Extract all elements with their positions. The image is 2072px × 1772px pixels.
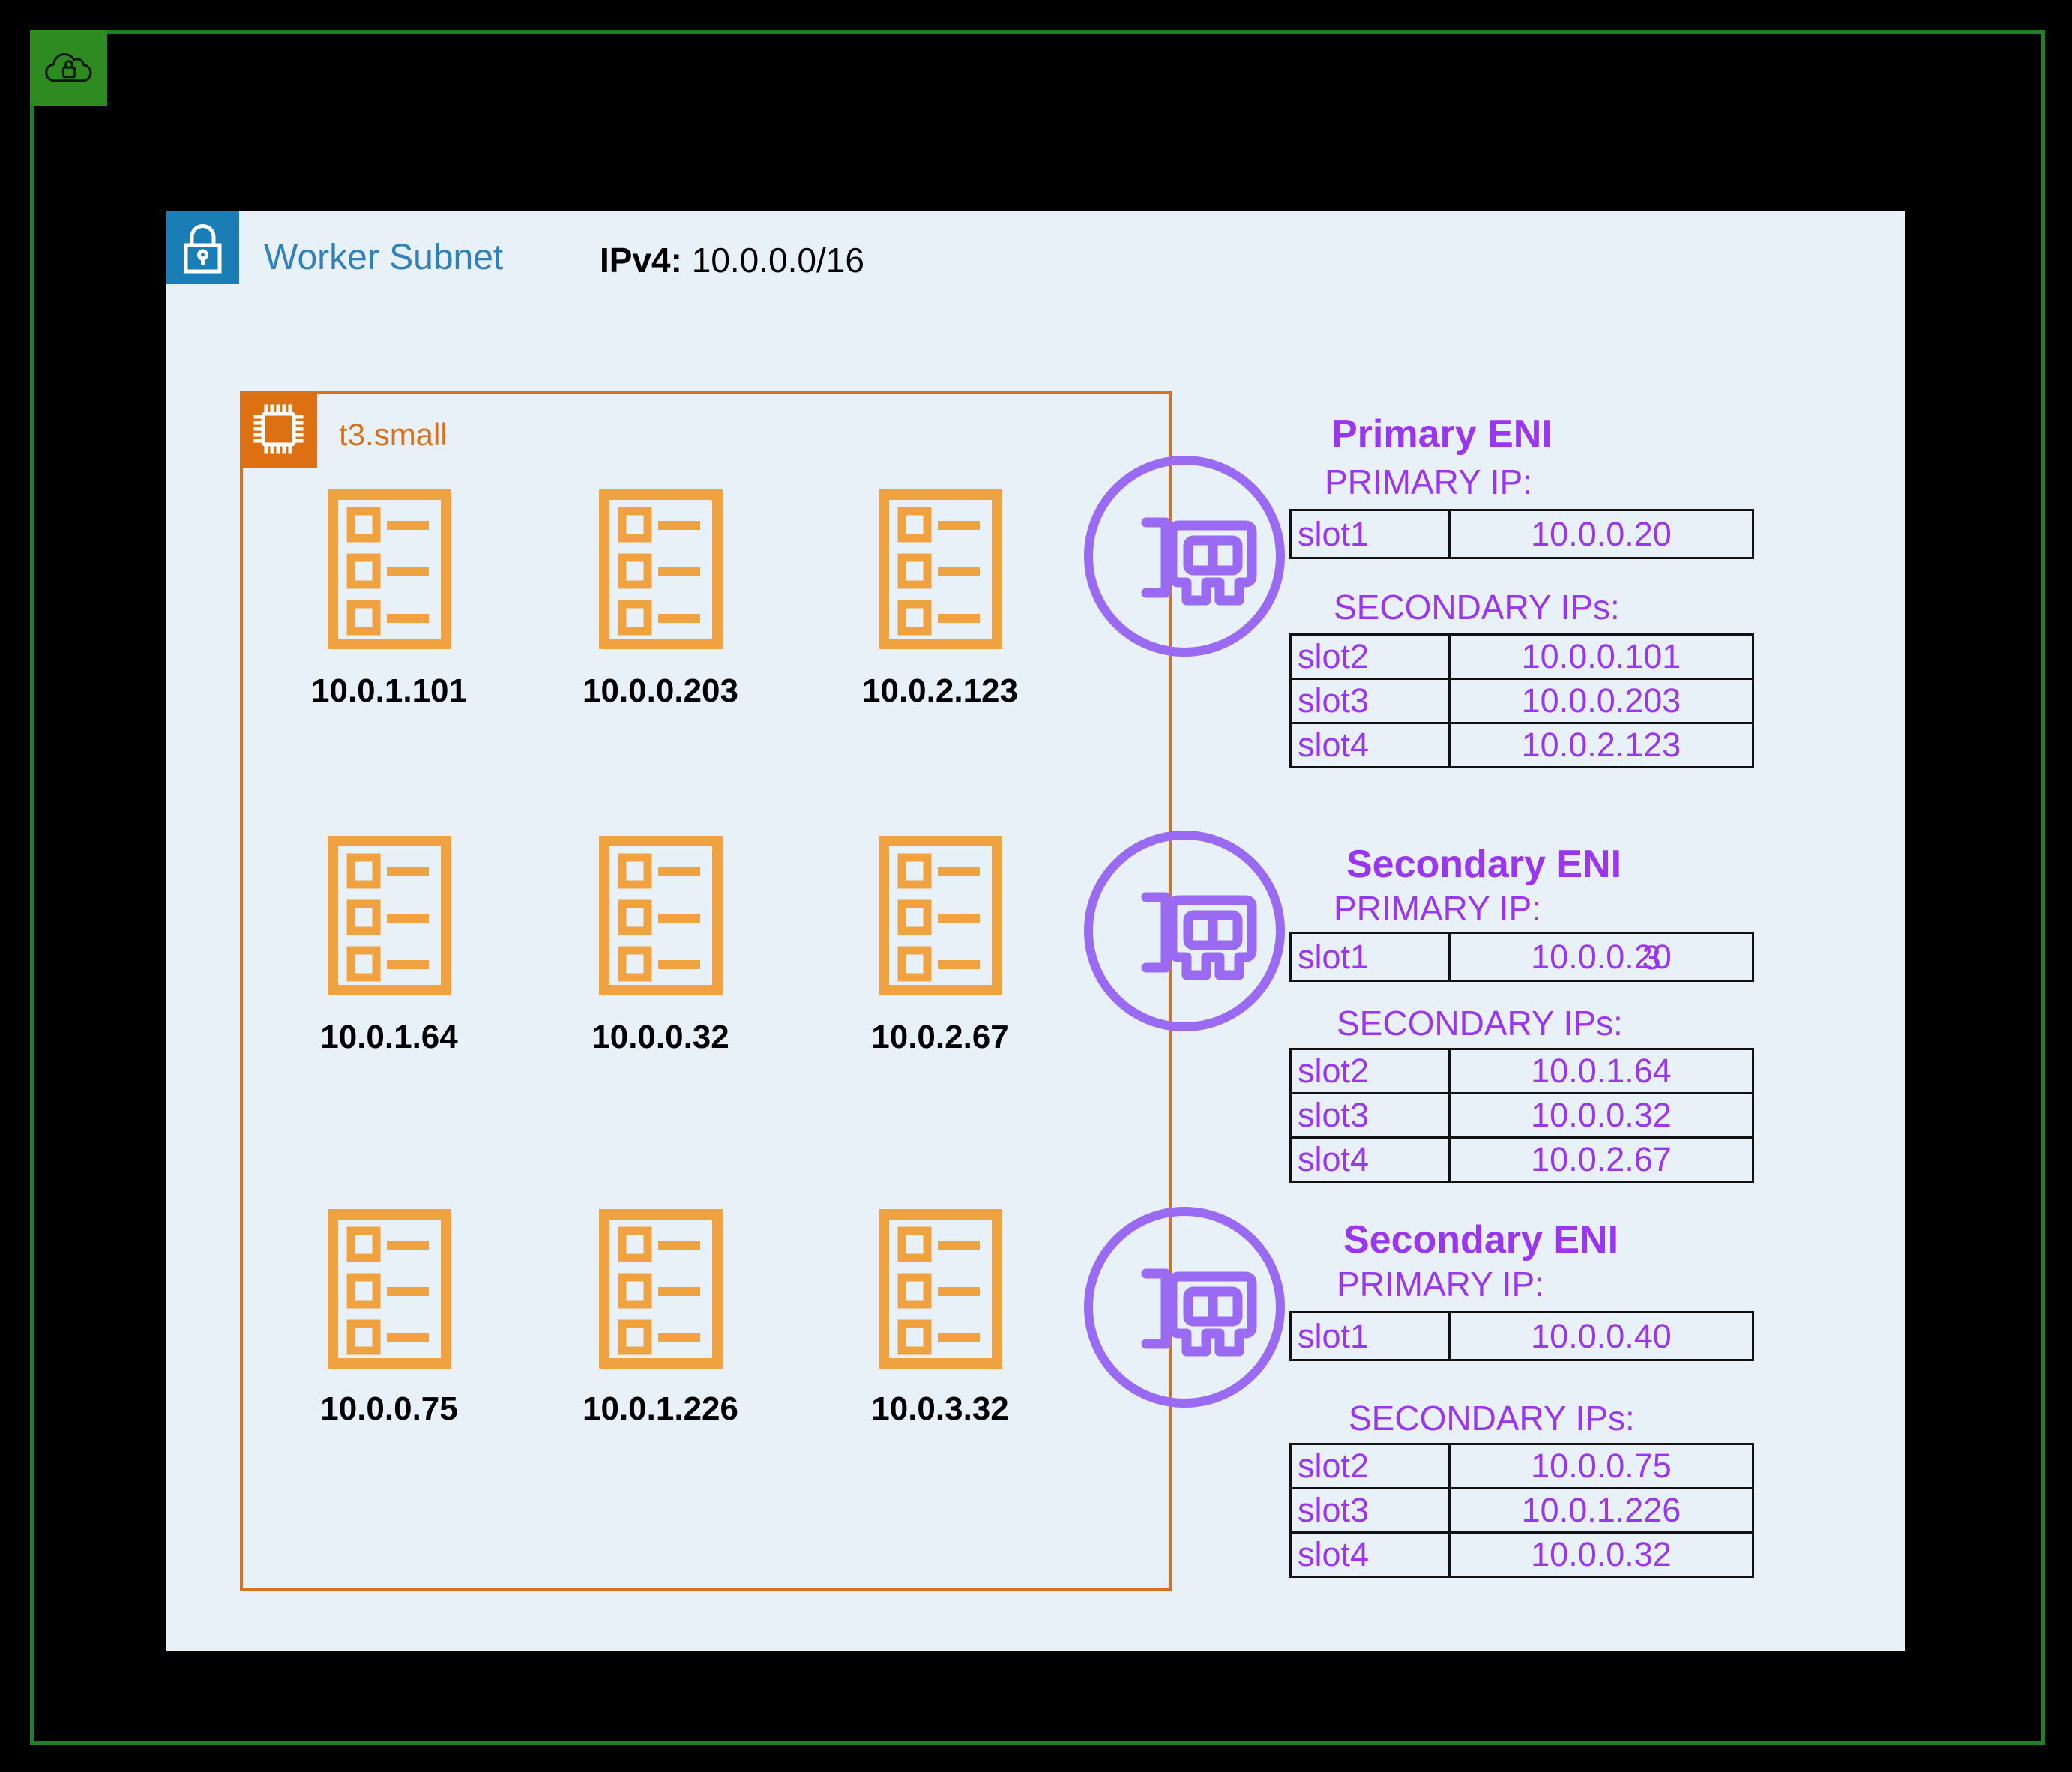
ip-cell: 10.0.0.20 [1448,509,1754,559]
ip-prefix: 10.0.0. [1531,937,1634,976]
ip-last: 0 [1652,937,1672,976]
ip-cell: 10.0.0.40 [1448,1311,1754,1361]
slot-cell: slot1 [1289,1311,1451,1361]
slot-cell: slot1 [1289,932,1451,982]
ip-cell: 10.0.1.64 [1448,1048,1754,1094]
vpc-cloud-badge [30,30,107,106]
pod-icon [327,835,452,996]
lock-icon [184,224,222,274]
ip-cell: 10.0.0.75 [1448,1443,1754,1489]
ip-cell: 10.0.0.32 [1448,1092,1754,1139]
pod-icon [598,835,723,996]
secondary-ip-table: slot2 10.0.0.75 slot3 10.0.1.226 slot4 1… [1289,1443,1754,1578]
table-row: slot1 10.0.0.20 [1289,509,1754,559]
eni-section-title: Primary ENI [1331,412,1553,456]
slot-cell: slot4 [1289,1531,1451,1578]
secondary-ips-label: SECONDARY IPs: [1334,588,1620,627]
pod-ip-label: 10.0.0.203 [582,672,738,709]
ip-cell: 10.0.0.32 [1448,1531,1754,1578]
table-row: slot3 10.0.0.203 [1289,678,1754,724]
pod-ip-label: 10.0.3.32 [871,1390,1009,1427]
ip-cell: 10.0.2.67 [1448,1136,1754,1183]
eni-section-title: Secondary ENI [1343,1218,1619,1262]
secondary-ip-table: slot2 10.0.1.64 slot3 10.0.0.32 slot4 10… [1289,1048,1754,1183]
cidr-label: IPv4: [600,241,682,280]
pod-ip-label: 10.0.0.75 [320,1390,458,1427]
table-row: slot3 10.0.1.226 [1289,1487,1754,1534]
ip-cell: 10.0.2.123 [1448,722,1754,768]
table-row: slot4 10.0.0.32 [1289,1531,1754,1578]
instance-type-label: t3.small [339,417,448,452]
slot-cell: slot4 [1289,722,1451,768]
primary-ip-table: slot1 10.0.0.20 [1289,509,1754,559]
instance-type-badge [240,391,317,468]
slot-cell: slot4 [1289,1136,1451,1183]
primary-ip-label: PRIMARY IP: [1325,462,1532,501]
cidr-value: 10.0.0.0/16 [681,241,864,280]
cpu-chip-icon [253,404,304,454]
pod-icon [327,489,452,650]
pod-icon [878,489,1003,650]
eni-icon [1082,453,1287,659]
table-row: slot4 10.0.2.67 [1289,1136,1754,1183]
table-row: slot2 10.0.1.64 [1289,1048,1754,1094]
pod-ip-label: 10.0.2.123 [862,672,1018,709]
vpc-boundary [30,30,2045,1745]
primary-ip-label: PRIMARY IP: [1334,889,1541,928]
ip-cell: 10.0.1.226 [1448,1487,1754,1534]
pod-ip-label: 10.0.1.64 [320,1019,458,1055]
worker-subnet-panel [166,211,1905,1651]
slot-cell: slot3 [1289,1092,1451,1139]
slot-cell: slot2 [1289,1443,1451,1489]
table-row: slot3 10.0.0.32 [1289,1092,1754,1139]
pod-icon [598,1208,723,1369]
pod-icon [878,1208,1003,1369]
eni-section-title: Secondary ENI [1346,843,1622,886]
table-row: slot1 10.0.0.40 [1289,1311,1754,1361]
instance-boundary [240,391,1172,1591]
pod-icon [598,489,723,650]
eni-icon [1082,1205,1287,1410]
pod-icon [878,835,1003,996]
table-row: slot2 10.0.0.75 [1289,1443,1754,1489]
slot-cell: slot2 [1289,1048,1451,1094]
pod-ip-label: 10.0.2.67 [871,1019,1009,1055]
ip-digit: 2 [1633,937,1653,976]
subnet-cidr: IPv4: 10.0.0.0/16 [600,241,864,280]
table-row: slot4 10.0.2.123 [1289,722,1754,768]
pod-icon [327,1208,452,1369]
ip-digit-overlay: 3 [1642,938,1661,977]
subnet-lock-badge [166,211,239,284]
table-row: slot2 10.0.0.101 [1289,633,1754,680]
primary-ip-table: slot1 10.0.0.40 [1289,1311,1754,1361]
pod-ip-label: 10.0.1.226 [582,1390,738,1427]
secondary-ips-label: SECONDARY IPs: [1349,1399,1635,1438]
cloud-lock-icon [44,52,92,82]
slot-cell: slot3 [1289,1487,1451,1534]
ip-cell: 10.0.0.101 [1448,633,1754,680]
secondary-ips-label: SECONDARY IPs: [1337,1004,1623,1043]
eni-icon [1082,828,1287,1034]
ip-cell: 10.0.0.203 [1448,678,1754,724]
pod-ip-label: 10.0.0.32 [591,1019,729,1055]
slot-cell: slot1 [1289,509,1451,559]
secondary-ip-table: slot2 10.0.0.101 slot3 10.0.0.203 slot4 … [1289,633,1754,768]
primary-ip-label: PRIMARY IP: [1337,1265,1544,1304]
slot-cell: slot2 [1289,633,1451,680]
subnet-title: Worker Subnet [264,238,504,277]
pod-ip-label: 10.0.1.101 [311,672,467,709]
slot-cell: slot3 [1289,678,1451,724]
